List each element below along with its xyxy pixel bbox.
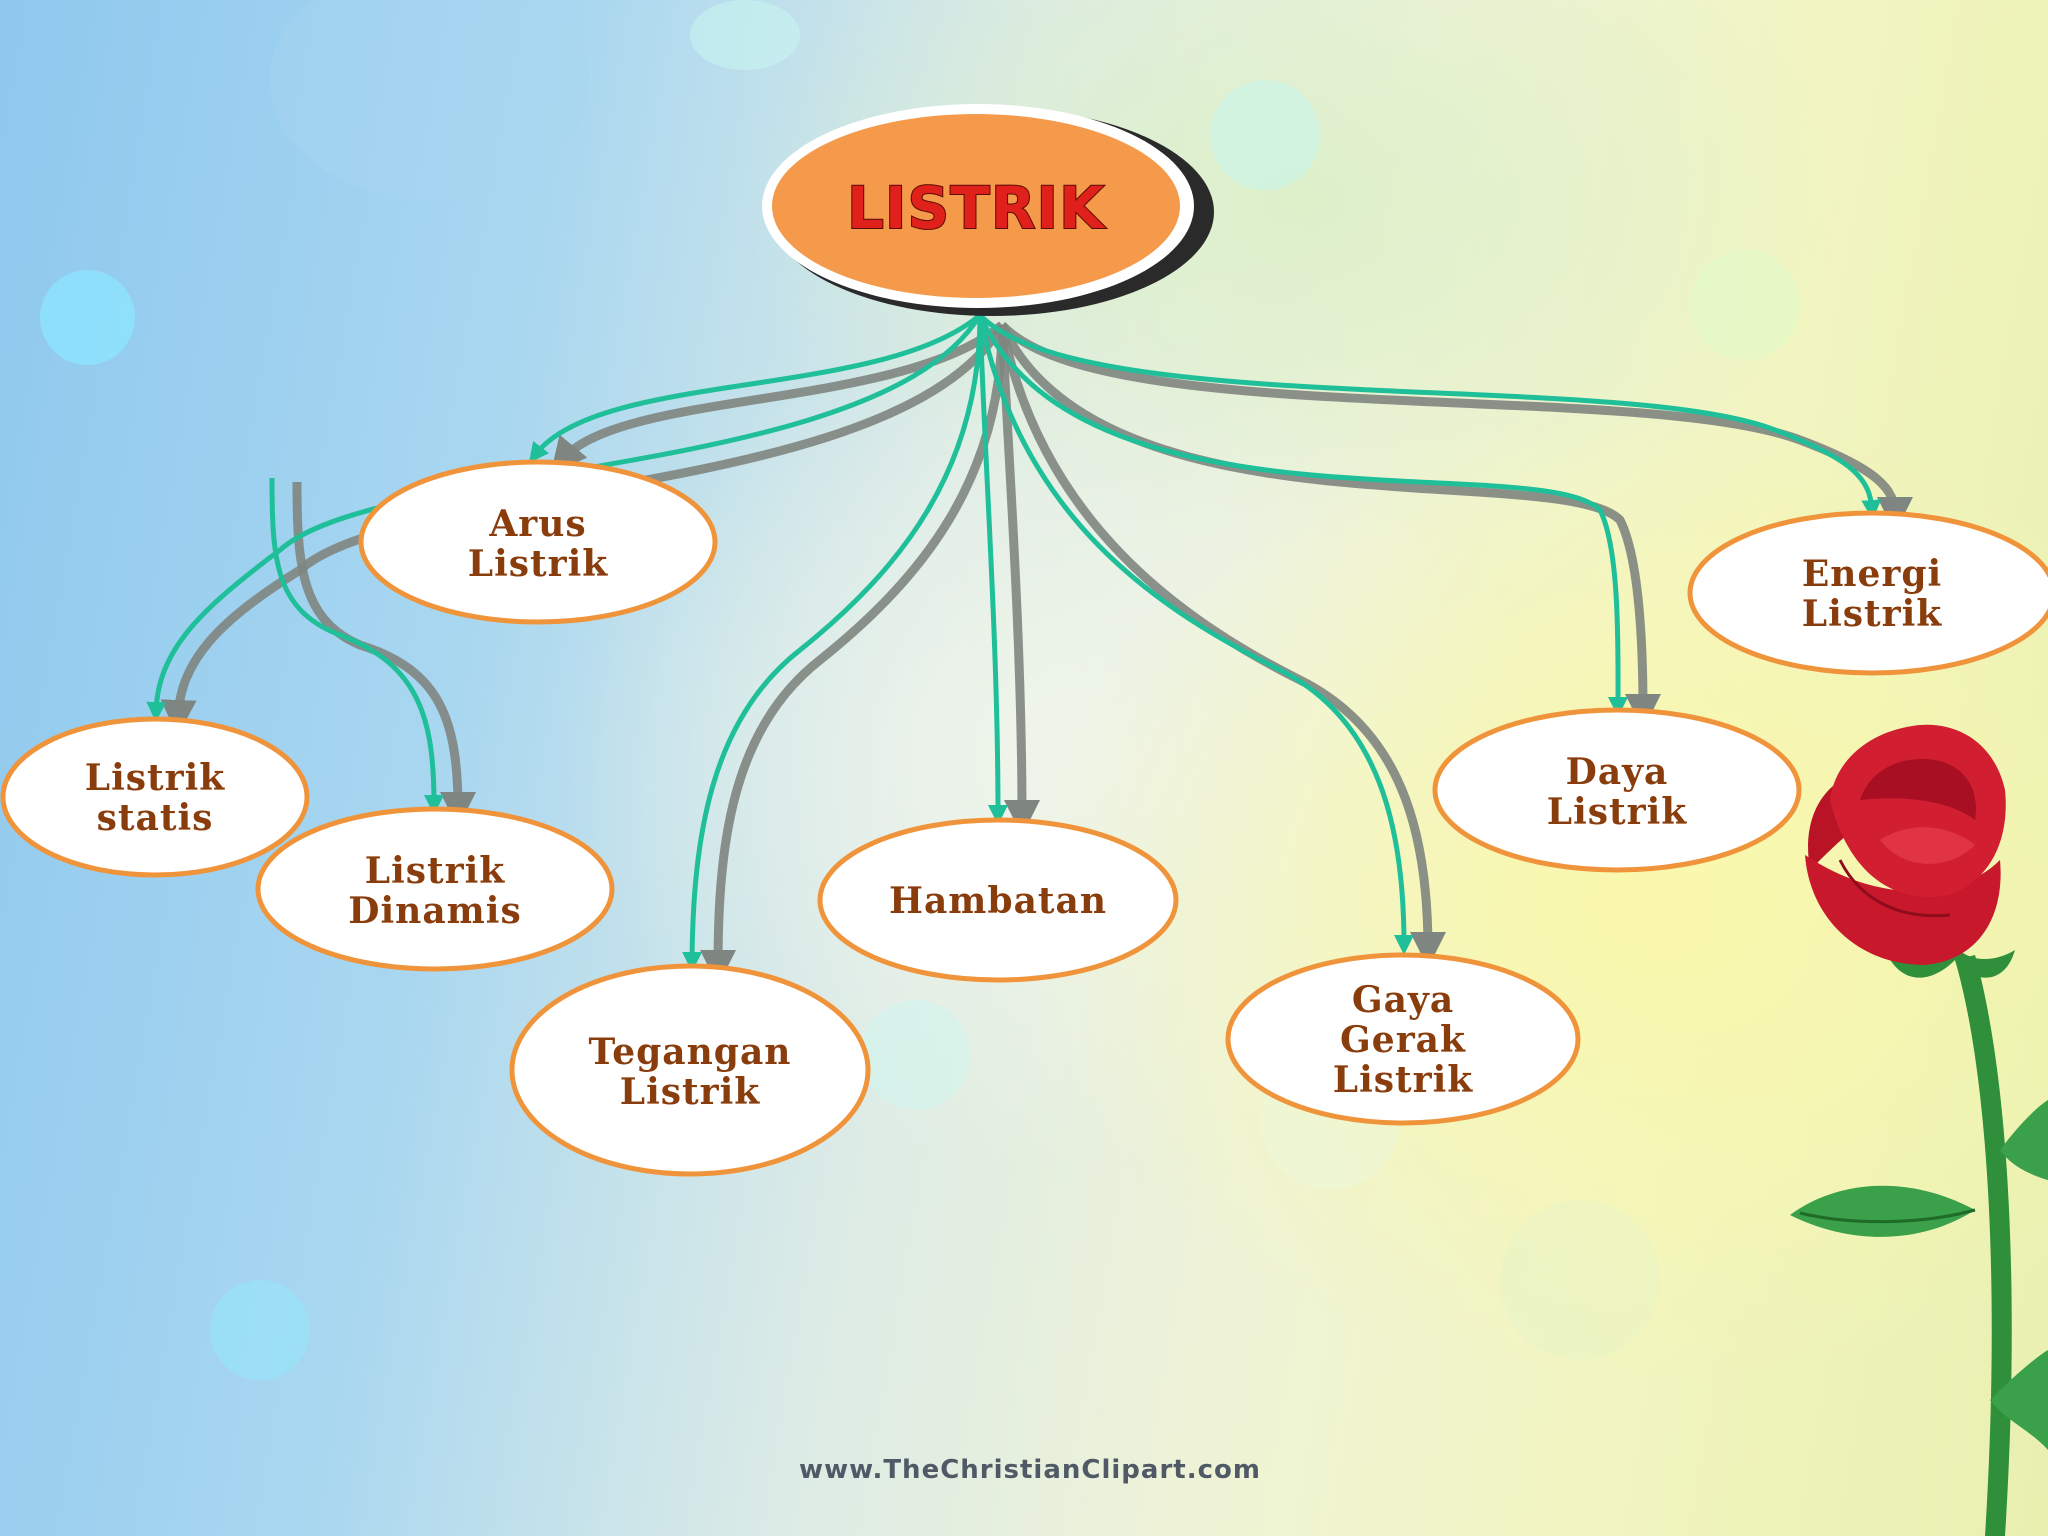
node-label-line: Listrik <box>85 757 226 799</box>
center-label: LISTRIK <box>847 174 1106 242</box>
node-daya-listrik: Daya Listrik <box>1432 707 1802 873</box>
connector-tegangan <box>682 314 983 972</box>
node-label-line: Listrik <box>365 850 506 892</box>
connector-hambatan <box>977 314 1008 825</box>
node-energi-listrik: Energi Listrik <box>1687 510 2048 676</box>
connector-shadow-daya <box>997 323 1661 730</box>
connector-dinamis <box>269 477 444 815</box>
connector-shadow-hambatan <box>997 324 1040 836</box>
node-label-line: Dinamis <box>348 890 521 932</box>
node-label-line: Listrik <box>620 1071 761 1113</box>
node-tegangan-listrik: Tegangan Listrik <box>509 963 871 1177</box>
node-listrik-statis: Listrik statis <box>0 716 310 878</box>
node-label-line: Tegangan <box>589 1031 792 1073</box>
node-label-line: Listrik <box>468 543 609 585</box>
node-label-line: Listrik <box>1333 1059 1474 1101</box>
center-node: LISTRIK <box>762 104 1214 316</box>
node-label-line: Arus <box>488 503 586 545</box>
node-label-line: Energi <box>1802 553 1942 595</box>
node-label-line: Daya <box>1566 751 1669 793</box>
rose-illustration <box>1790 724 2048 1536</box>
node-label-line: Hambatan <box>889 880 1107 922</box>
connector-energi <box>978 313 1882 520</box>
node-label-line: Listrik <box>1547 791 1688 833</box>
node-listrik-dinamis: Listrik Dinamis <box>255 806 615 972</box>
connector-ggl <box>977 314 1414 955</box>
connector-shadow-tegangan <box>700 324 1007 986</box>
node-gaya-gerak-listrik: Gaya Gerak Listrik <box>1225 952 1581 1126</box>
node-label-line: Listrik <box>1802 593 1943 635</box>
connector-shadow-arus <box>550 321 1005 474</box>
connector-arus <box>528 313 982 463</box>
watermark-text: www.TheChristianClipart.com <box>799 1455 1261 1485</box>
node-arus-listrik: Arus Listrik <box>358 459 718 625</box>
connector-daya <box>977 313 1629 717</box>
node-label-line: Gerak <box>1340 1019 1466 1061</box>
node-label-line: statis <box>97 797 214 839</box>
node-hambatan: Hambatan <box>817 817 1179 983</box>
connector-shadow-energi <box>998 321 1913 533</box>
node-label-line: Gaya <box>1352 979 1454 1021</box>
